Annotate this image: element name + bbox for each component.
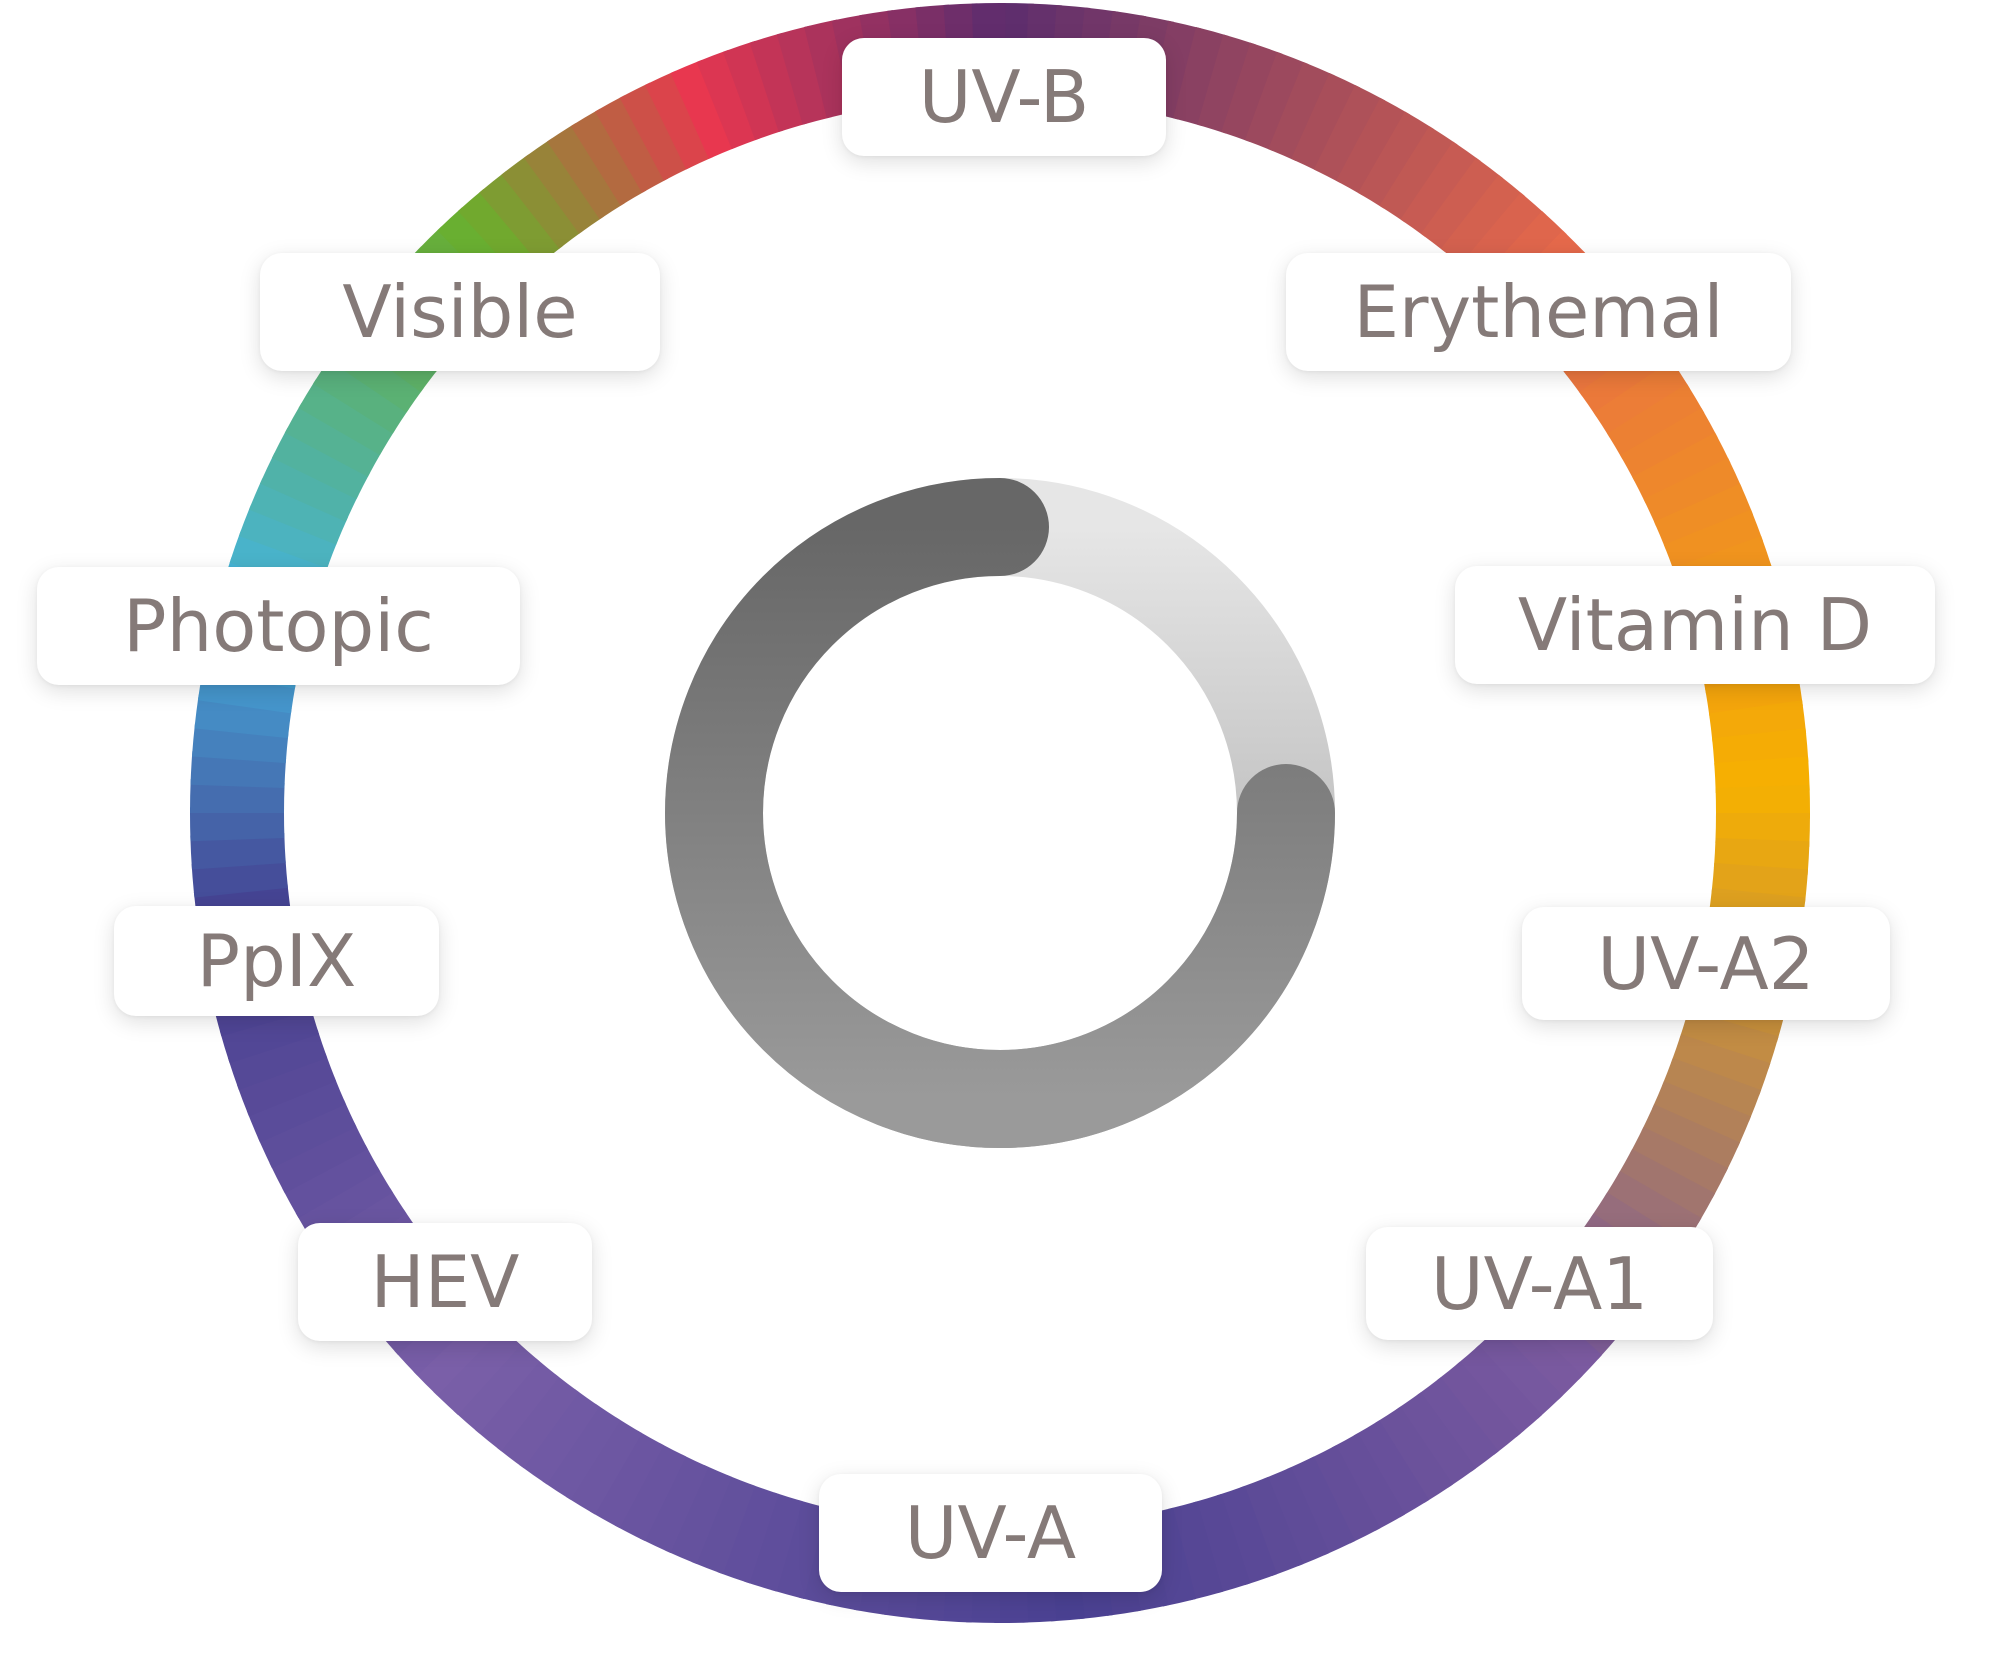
band-label-uv-a2[interactable]: UV-A2 <box>1522 907 1890 1020</box>
band-label-uv-a[interactable]: UV-A <box>819 1474 1162 1592</box>
band-label-uv-a1[interactable]: UV-A1 <box>1366 1227 1713 1340</box>
band-label-hev[interactable]: HEV <box>298 1223 592 1341</box>
band-label-erythemal[interactable]: Erythemal <box>1286 253 1791 371</box>
band-label-ppix[interactable]: PpIX <box>114 906 439 1016</box>
band-label-vitamin-d[interactable]: Vitamin D <box>1455 566 1935 684</box>
spinner-arc <box>665 478 1335 1148</box>
band-label-uv-b[interactable]: UV-B <box>842 38 1166 156</box>
band-label-photopic[interactable]: Photopic <box>37 567 520 685</box>
band-label-visible[interactable]: Visible <box>260 253 660 371</box>
